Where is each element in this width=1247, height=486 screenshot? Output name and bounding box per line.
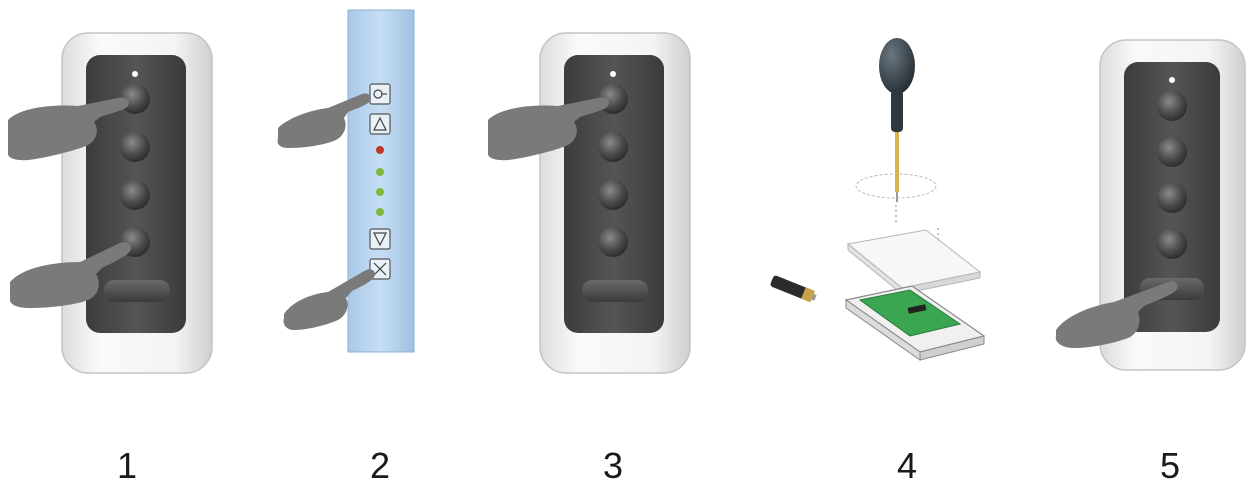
remote-button-4 bbox=[1157, 229, 1187, 259]
remote-button-3 bbox=[1157, 183, 1187, 213]
remote-wide-button bbox=[104, 280, 170, 302]
control-panel bbox=[348, 10, 414, 352]
indicator-led bbox=[132, 71, 138, 77]
step-5: 5 bbox=[1030, 0, 1247, 486]
status-led-red bbox=[376, 146, 384, 154]
remote-control-illustration bbox=[478, 0, 718, 420]
step-number: 1 bbox=[97, 446, 157, 486]
light-bulb-icon bbox=[370, 84, 390, 104]
remote-control-illustration bbox=[1030, 0, 1247, 420]
step-2: 2 bbox=[270, 0, 430, 486]
remote-wide-button bbox=[582, 280, 648, 302]
remote-button-1 bbox=[1157, 91, 1187, 121]
screwdriver-icon bbox=[879, 38, 915, 202]
step-3: 3 bbox=[478, 0, 718, 486]
remote-button-3 bbox=[598, 180, 628, 210]
remote-button-2 bbox=[598, 132, 628, 162]
arrow-up-icon bbox=[370, 114, 390, 134]
step-1: 1 bbox=[0, 0, 240, 486]
indicator-led bbox=[1169, 77, 1175, 83]
step-number: 5 bbox=[1140, 446, 1200, 486]
step-number: 2 bbox=[350, 446, 410, 486]
remote-button-3 bbox=[120, 180, 150, 210]
remote-button-4 bbox=[598, 227, 628, 257]
battery-replacement-illustration bbox=[760, 0, 1000, 420]
indicator-led bbox=[610, 71, 616, 77]
step-4: 4 bbox=[760, 0, 1000, 486]
status-led-green bbox=[376, 168, 384, 176]
battery-icon bbox=[770, 275, 818, 304]
step-number: 4 bbox=[877, 446, 937, 486]
step-number: 3 bbox=[583, 446, 643, 486]
control-panel-illustration bbox=[270, 0, 430, 420]
status-led-green bbox=[376, 188, 384, 196]
remote-control-illustration bbox=[0, 0, 240, 420]
status-led-green bbox=[376, 208, 384, 216]
arrow-down-icon bbox=[370, 229, 390, 249]
remote-button-2 bbox=[1157, 137, 1187, 167]
remote-button-2 bbox=[120, 132, 150, 162]
